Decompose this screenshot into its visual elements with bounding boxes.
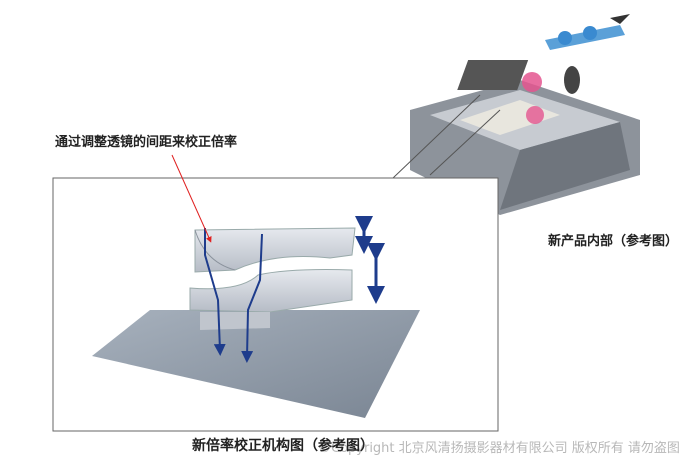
light-rays xyxy=(204,228,263,363)
adjust-arrows xyxy=(355,216,385,304)
callout-label: 通过调整透镜的间距来校正倍率 xyxy=(55,135,238,150)
inner-caption: 新产品内部（参考图） xyxy=(548,234,679,249)
watermark: ©Copyright 北京风清扬摄影器材有限公司 版权所有 请勿盗图 xyxy=(318,441,680,456)
callout-pointer xyxy=(171,154,212,243)
base-plate xyxy=(92,310,420,418)
main-caption: 新倍率校正机构图（参考图） xyxy=(192,438,374,454)
lens-upper xyxy=(194,227,356,273)
lens-lower xyxy=(189,269,353,330)
